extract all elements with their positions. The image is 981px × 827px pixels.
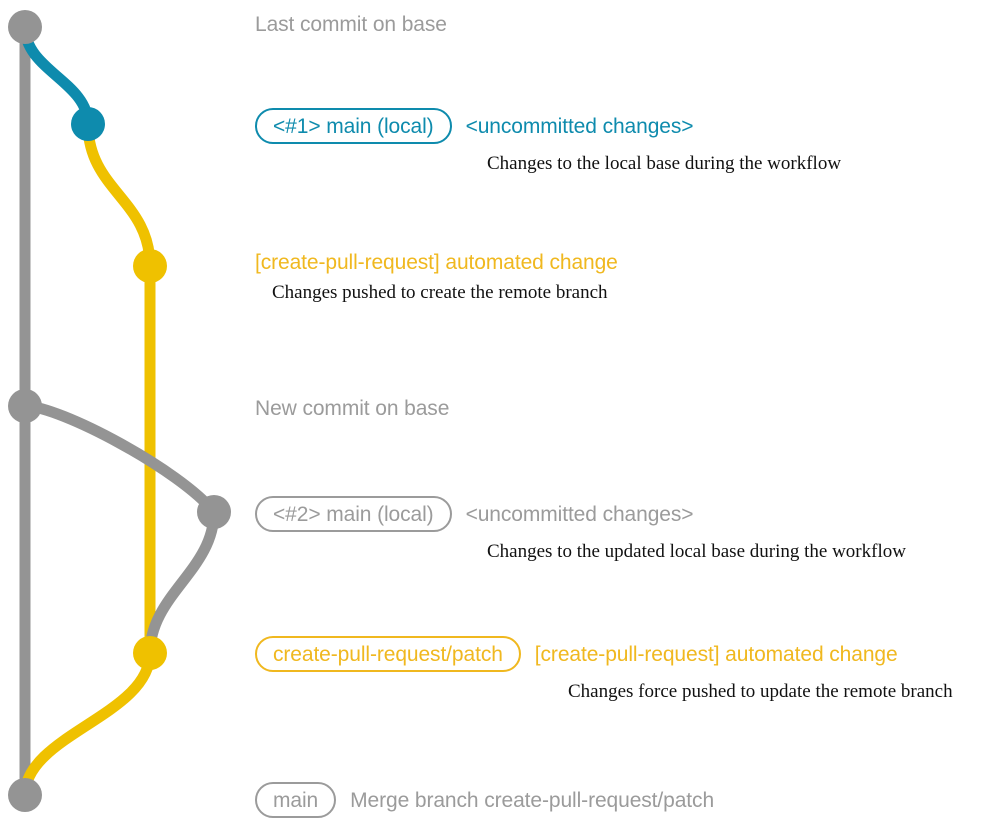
commit-row-header: <#1> main (local) <uncommitted changes>	[255, 108, 841, 144]
commit-caption: Changes pushed to create the remote bran…	[272, 282, 608, 303]
commit-row-header: create-pull-request/patch [create-pull-r…	[255, 636, 953, 672]
commit-row-header: main Merge branch create-pull-request/pa…	[255, 782, 714, 818]
commit-node-local-2[interactable]	[197, 495, 231, 529]
edge-local1-to-automated1	[82, 118, 156, 272]
commit-caption: Changes force pushed to update the remot…	[568, 681, 953, 702]
commit-row-automated-change-2: create-pull-request/patch [create-pull-r…	[255, 636, 953, 703]
commit-message: [create-pull-request] automated change	[255, 251, 618, 274]
commit-row-new-commit-on-base: New commit on base	[255, 398, 449, 419]
commit-row-local-change-2: <#2> main (local) <uncommitted changes> …	[255, 496, 906, 563]
commit-node-merge[interactable]	[8, 778, 42, 812]
commit-caption: Changes to the updated local base during…	[487, 541, 906, 562]
edge-local2-to-automated2	[144, 506, 220, 659]
edge-base-to-local1	[19, 21, 94, 130]
commit-row-header: <#2> main (local) <uncommitted changes>	[255, 496, 906, 532]
commit-message: Merge branch create-pull-request/patch	[350, 788, 715, 812]
commit-row-automated-change-1: [create-pull-request] automated change C…	[255, 252, 618, 304]
branch-badge-main[interactable]: main	[255, 782, 337, 818]
commit-message: New commit on base	[255, 397, 450, 420]
commit-message: [create-pull-request] automated change	[534, 642, 898, 666]
commit-row-last-commit-on-base: Last commit on base	[255, 14, 447, 35]
branch-badge-create-pull-request-patch[interactable]: create-pull-request/patch	[255, 636, 521, 672]
branch-badge-main-local-2[interactable]: <#2> main (local)	[255, 496, 452, 532]
commit-row-header: New commit on base	[255, 398, 449, 419]
commit-node-base-head[interactable]	[8, 10, 42, 44]
commit-message: <uncommitted changes>	[465, 114, 694, 138]
commit-node-base-new[interactable]	[8, 389, 42, 423]
commit-message: Last commit on base	[255, 13, 447, 36]
commit-message: <uncommitted changes>	[465, 502, 694, 526]
branch-badge-main-local-1[interactable]: <#1> main (local)	[255, 108, 452, 144]
commit-row-header: Last commit on base	[255, 14, 447, 35]
commit-node-automated-2[interactable]	[133, 636, 167, 670]
commit-node-local-1[interactable]	[71, 107, 105, 141]
commit-caption: Changes to the local base during the wor…	[487, 153, 842, 174]
commit-row-header: [create-pull-request] automated change	[255, 252, 618, 273]
edge-automated2-to-merge	[19, 647, 156, 801]
commit-row-local-change-1: <#1> main (local) <uncommitted changes> …	[255, 108, 841, 175]
commit-node-automated-1[interactable]	[133, 249, 167, 283]
edge-basenew-to-local2	[19, 400, 220, 518]
commit-row-merge-commit: main Merge branch create-pull-request/pa…	[255, 782, 714, 818]
commit-graph	[8, 10, 231, 812]
